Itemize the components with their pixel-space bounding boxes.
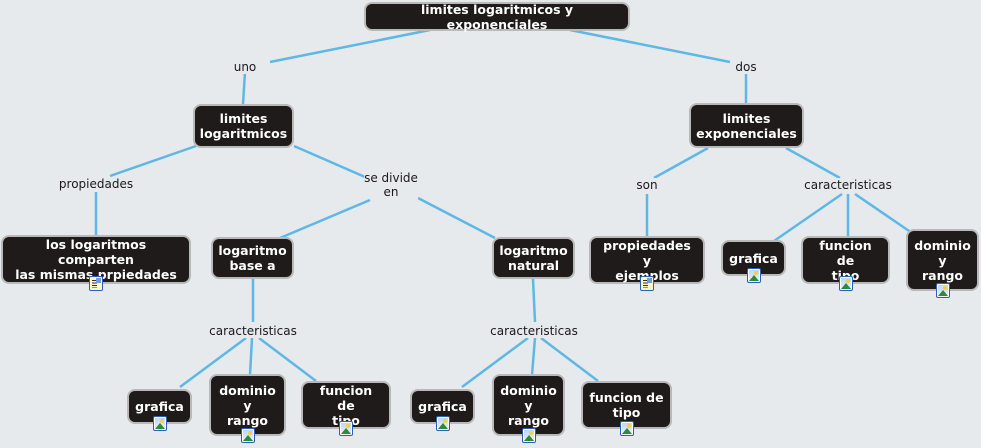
document-icon[interactable] [89, 276, 103, 291]
link-divide-basea [279, 198, 371, 240]
link-root-dos [569, 28, 731, 64]
image-icon[interactable] [152, 416, 167, 431]
link-natural-car [531, 278, 537, 323]
node-label: grafica [135, 399, 184, 414]
node-limites-logaritmicos[interactable]: limites logaritmicos [193, 104, 294, 148]
node-label: dominio y rango [219, 382, 276, 428]
link-label-propiedades: propiedades [58, 177, 134, 191]
node-label: logaritmo base a [218, 243, 287, 273]
link-car-a-dom [248, 337, 254, 376]
link-root-uno [269, 28, 431, 64]
link-label-caracteristicas-natural: caracteristicas [490, 324, 578, 338]
node-n-funcion-de-tipo[interactable]: funcion de tipo [581, 381, 672, 436]
link-car-a-fun [258, 337, 317, 382]
node-a-dominio-y-rango[interactable]: dominio y rango [209, 374, 286, 443]
node-label: propiedades y ejemplos [603, 237, 691, 283]
link-exp-car [785, 146, 841, 180]
image-icon[interactable] [935, 283, 950, 298]
link-label-son: son [636, 178, 658, 192]
link-label-se-divide-en: se divide en [364, 171, 418, 199]
node-label: dominio y rango [500, 382, 557, 428]
node-label: funcion de tipo [589, 390, 664, 420]
node-exp-dominio-y-rango[interactable]: dominio y rango [906, 229, 979, 298]
link-label-uno: uno [233, 60, 257, 74]
document-icon[interactable] [640, 276, 654, 291]
link-uno-log [241, 71, 247, 105]
node-label: los logaritmos comparten las mismas prpi… [15, 237, 177, 282]
root-label: limites logaritmicos y exponenciales [420, 1, 574, 32]
node-label: logaritmo natural [499, 243, 568, 273]
link-car-n-graf [461, 336, 529, 389]
node-label: limites exponenciales [696, 110, 797, 141]
image-icon[interactable] [746, 268, 761, 283]
image-icon[interactable] [339, 421, 353, 436]
link-divide-natural [417, 196, 496, 240]
link-exp-son [653, 146, 709, 180]
node-a-grafica[interactable]: grafica [127, 389, 192, 431]
link-label-caracteristicas-base-a: caracteristicas [209, 324, 297, 338]
node-label: dominio y rango [914, 237, 971, 283]
node-los-logaritmos-comparten[interactable]: los logaritmos comparten las mismas prpi… [1, 235, 191, 291]
link-car-e-dom [854, 192, 913, 235]
image-icon[interactable] [619, 421, 634, 436]
node-a-funcion-de-tipo[interactable]: funcion de tipo [301, 381, 391, 436]
node-label: limites logaritmicos [199, 111, 288, 141]
link-car-a-graf [179, 336, 247, 389]
link-log-divide [293, 144, 366, 179]
root-node[interactable]: limites logaritmicos y exponenciales [364, 1, 630, 32]
node-propiedades-y-ejemplos[interactable]: propiedades y ejemplos [589, 236, 705, 291]
node-n-grafica[interactable]: grafica [410, 389, 475, 431]
link-car-e-graf [773, 192, 843, 243]
link-car-n-dom [530, 337, 537, 376]
image-icon[interactable] [240, 428, 255, 443]
node-label: grafica [729, 250, 778, 266]
link-log-prop [109, 144, 197, 178]
image-icon[interactable] [521, 428, 536, 443]
node-label: funcion de tipo [819, 237, 872, 283]
link-label-dos: dos [735, 60, 757, 74]
node-limites-exponenciales[interactable]: limites exponenciales [689, 103, 804, 148]
node-exp-funcion-de-tipo[interactable]: funcion de tipo [801, 236, 890, 291]
node-label: grafica [418, 399, 467, 414]
image-icon[interactable] [435, 416, 450, 431]
node-logaritmo-natural[interactable]: logaritmo natural [492, 237, 575, 279]
node-exp-grafica[interactable]: grafica [721, 240, 786, 283]
image-icon[interactable] [838, 276, 853, 291]
node-logaritmo-base-a[interactable]: logaritmo base a [211, 237, 294, 279]
node-n-dominio-y-rango[interactable]: dominio y rango [492, 374, 565, 443]
link-label-caracteristicas-exp: caracteristicas [804, 178, 892, 192]
link-car-n-fun [540, 337, 599, 382]
